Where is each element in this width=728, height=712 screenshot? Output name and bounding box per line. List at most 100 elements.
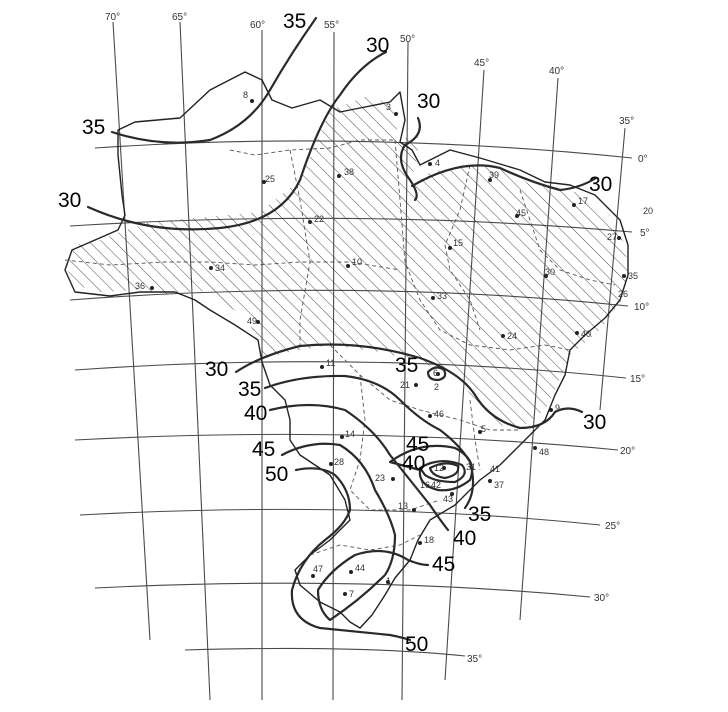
station-dot-5 [478,430,482,434]
station-label-11: 11 [326,358,335,368]
station-label-22: 22 [314,214,324,224]
iso-label-35-central: 35 [238,378,261,401]
station-label-48: 48 [539,447,549,457]
station-label-46: 46 [434,409,444,419]
lon-label-40: 40° [549,66,564,77]
isoline-30-amapa [399,116,421,202]
iso-label-45-south: 45 [432,553,455,576]
iso-label-30-west: 30 [58,189,81,212]
station-dot-44 [349,570,353,574]
isoline-30-north [86,50,388,231]
station-label-21: 21 [400,380,410,390]
isoline-30-northeast [410,164,598,192]
parallel-30 [94,582,591,598]
lon-label-55: 55° [324,20,339,31]
station-label-31: 31 [466,462,476,472]
isoline-50 [290,467,412,642]
station-dot-23 [391,477,395,481]
station-label-49: 49 [247,316,257,326]
station-label-33: 33 [437,291,447,301]
station-label-17: 17 [578,196,588,206]
station-label-9: 9 [555,403,560,413]
border-a [229,139,395,156]
meridian-65 [179,21,211,701]
station-label-5: 5 [481,424,486,434]
border-h [349,374,441,511]
station-label-45: 45 [516,208,526,218]
lon-label-35: 35° [619,116,634,127]
station-dot-3 [394,112,398,116]
station-label-28: 28 [334,457,344,467]
station-dot-1 [386,580,390,584]
iso-label-40-central: 40 [244,402,267,425]
iso-label-30-east: 30 [583,411,606,434]
latitude-labels: 0° 5° 10° 15° 20° 25° 30° 35° [467,154,650,665]
station-label-47: 47 [313,564,323,574]
station-label-8: 8 [243,90,248,100]
longitude-labels: 70° 65° 60° 55° 50° 45° 40° 35° [105,12,634,127]
isoline-35-north [110,16,318,144]
parallel-35 [184,647,466,657]
station-dot-38 [337,174,341,178]
station-label-35: 35 [628,271,638,281]
station-label-38: 38 [344,167,354,177]
station-label-37: 37 [494,480,504,490]
station-label-39: 39 [489,170,499,180]
station-label-23: 23 [375,473,385,483]
hatched-region [65,95,628,428]
lat-label-0: 0° [638,154,648,165]
iso-label-50-south: 50 [405,633,428,656]
meridian-70 [112,21,151,641]
station-label-41: 41 [490,464,500,474]
lat-label-15: 15° [630,374,645,385]
station-dot-48 [533,446,537,450]
station-label-3: 3 [386,102,391,112]
station-label-12: 12 [434,463,444,473]
iso-label-30-northeast: 30 [589,173,612,196]
station-dot-27 [617,236,621,240]
station-label-13: 13 [398,501,408,511]
lon-label-70: 70° [105,12,120,23]
station-dot-40 [575,331,579,335]
lon-label-45: 45° [474,58,489,69]
station-label-7: 7 [349,589,354,599]
lon-label-60: 60° [250,20,265,31]
lat-label-20: 20° [620,446,635,457]
lon-label-50: 50° [400,34,415,45]
border-j [469,399,481,471]
station-dot-17 [572,203,576,207]
station-dot-35 [622,274,626,278]
station-dot-37 [488,479,492,483]
station-label-2: 2 [434,382,439,392]
station-dot-28 [329,462,333,466]
isoline-labels: 35 30 30 35 30 30 30 35 40 45 50 35 45 4… [58,10,612,656]
border-f [519,189,616,286]
stations: 8 3 4 25 38 39 17 20 22 45 27 15 10 34 3… [135,90,653,599]
station-label-20: 20 [643,206,653,216]
iso-label-30-amapa: 30 [417,90,440,113]
station-label-25: 25 [265,174,275,184]
station-label-1: 1 [386,576,391,586]
isoline-45-west [280,442,430,622]
iso-label-30-top: 30 [366,34,389,57]
station-dot-39 [488,178,492,182]
station-dot-14 [340,435,344,439]
lat-label-25: 25° [605,521,620,532]
station-dot-33 [431,296,435,300]
station-label-34: 34 [215,263,225,273]
station-dot-10 [346,264,350,268]
iso-label-40-south: 40 [453,527,476,550]
station-dot-25 [262,180,266,184]
isoline-35-loop [426,366,447,382]
station-label-43: 43 [443,494,453,504]
station-label-24: 24 [507,331,517,341]
station-dot-46 [428,414,432,418]
station-label-6: 6 [433,368,438,378]
border-c [289,149,311,350]
iso-label-50-central: 50 [265,463,288,486]
isoline-35-central [263,374,475,510]
state-borders [64,139,616,556]
station-label-27: 27 [607,232,617,242]
station-dot-8 [250,99,254,103]
